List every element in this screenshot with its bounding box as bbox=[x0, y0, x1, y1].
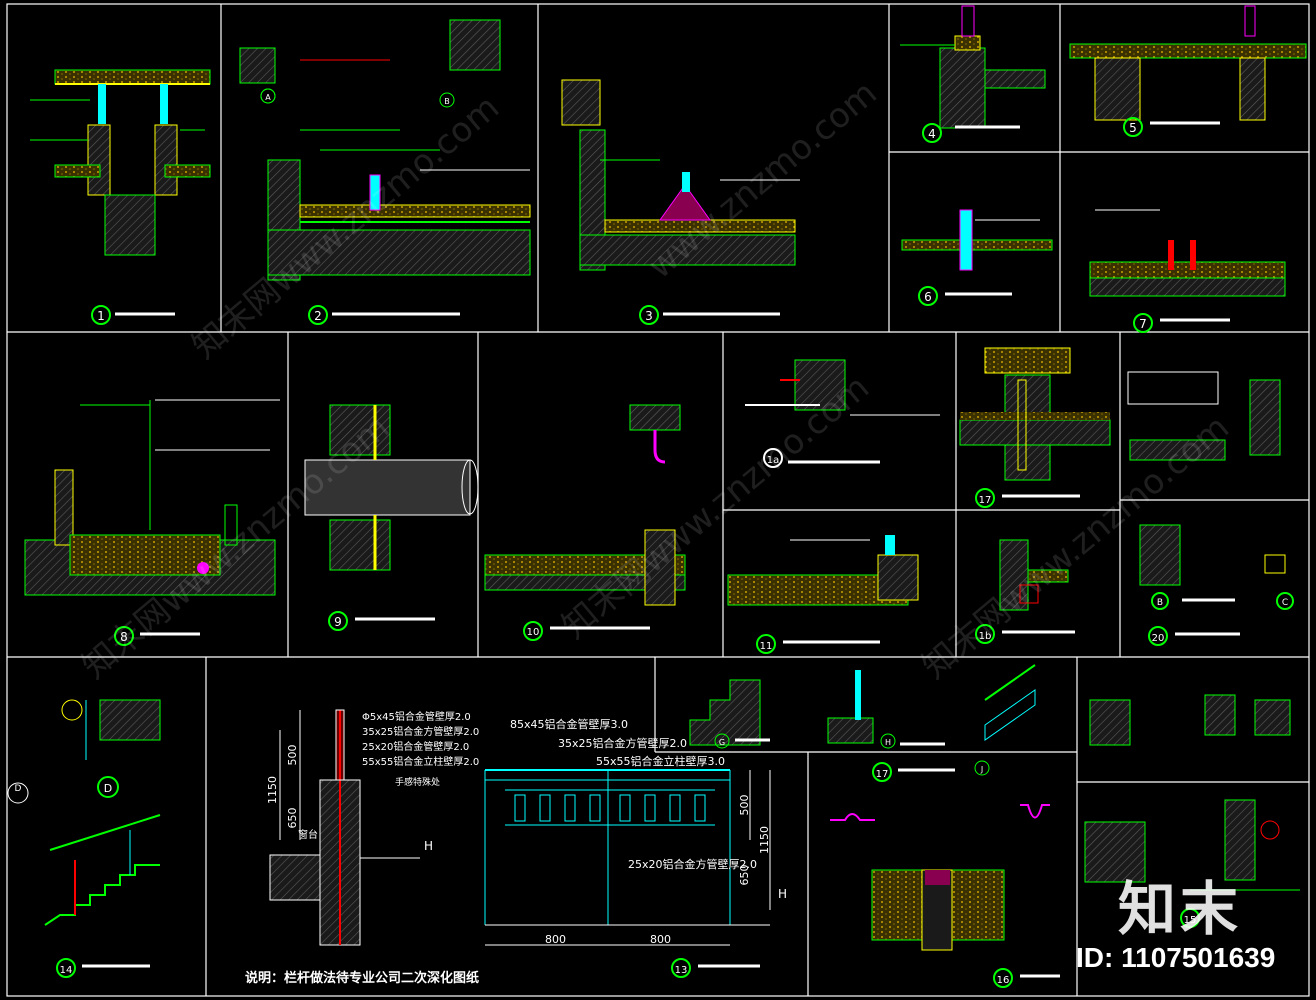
detail-G-H-J-titles: G H J 17 bbox=[719, 738, 983, 782]
rail-note-left-4: 55x55铝合金立柱壁厚2.0 bbox=[362, 755, 479, 768]
detail-13-number: 13 bbox=[675, 965, 688, 976]
detail-17-number: 17 bbox=[979, 495, 992, 506]
detail-1b-drawing bbox=[999, 539, 1069, 611]
detail-14-drawing: D D bbox=[7, 699, 161, 926]
detail-15-drawing bbox=[1084, 694, 1300, 891]
detail-1-drawing bbox=[30, 69, 211, 256]
level-H-left: H bbox=[424, 839, 433, 853]
detail-2-number: 2 bbox=[314, 309, 322, 323]
detail-16-title: 16 bbox=[993, 968, 1060, 988]
detail-6-number: 6 bbox=[924, 290, 932, 304]
detail-H-letter: H bbox=[885, 738, 891, 747]
dim-500-left: 500 bbox=[286, 745, 299, 766]
detail-10-number: 10 bbox=[527, 627, 540, 638]
brand-logo: 知末 bbox=[1118, 875, 1243, 943]
detail-8-drawing bbox=[24, 399, 280, 596]
detail-1a-title: 1a bbox=[763, 448, 783, 468]
detail-17-drawing bbox=[959, 347, 1111, 481]
detail-13-drawing: 85x45铝合金管壁厚3.0 35x25铝合金方管壁厚2.0 55x55铝合金立… bbox=[484, 717, 787, 946]
detail-11-drawing bbox=[727, 535, 919, 606]
detail-G-H-J-drawing bbox=[689, 664, 1036, 776]
rail-note-left-3: 25x20铝合金管壁厚2.0 bbox=[362, 740, 469, 753]
detail-G-letter: G bbox=[719, 738, 725, 747]
detail-2-title: 2 bbox=[308, 305, 460, 325]
detail-4-drawing bbox=[900, 5, 1046, 129]
detail-5-number: 5 bbox=[1129, 121, 1137, 135]
detail-20-number: 20 bbox=[1152, 633, 1165, 644]
detail-5-drawing bbox=[1069, 5, 1307, 121]
detail-1b-title: 1b bbox=[975, 624, 1075, 644]
dim-800-a: 800 bbox=[545, 933, 566, 946]
panel-grid bbox=[6, 3, 1310, 997]
rail-note-13-1: 85x45铝合金管壁厚3.0 bbox=[510, 717, 628, 731]
detail-20-title: B C 20 bbox=[1148, 592, 1294, 646]
detail-16-drawing bbox=[830, 804, 1050, 951]
level-H-right: H bbox=[778, 887, 787, 901]
detail-17b-number: 17 bbox=[876, 769, 889, 780]
rail-note-left-1: Φ5x45铝合金管壁厚2.0 bbox=[362, 710, 471, 723]
rail-note-left-2: 35x25铝合金方管壁厚2.0 bbox=[362, 725, 479, 738]
detail-1-title: 1 bbox=[91, 305, 175, 325]
dim-650-left: 650 bbox=[286, 808, 299, 829]
dim-800-b: 800 bbox=[650, 933, 671, 946]
handrail-note: 手感特殊处 bbox=[395, 776, 440, 788]
detail-7-title: 7 bbox=[1133, 313, 1230, 333]
detail-16-number: 16 bbox=[997, 975, 1010, 986]
dim-1150-left: 1150 bbox=[266, 776, 279, 804]
detail-15-number: 15 bbox=[1184, 915, 1197, 926]
detail-9-number: 9 bbox=[334, 615, 342, 629]
sill-label: 窗台 bbox=[298, 828, 318, 841]
dim-650-right: 650 bbox=[738, 865, 751, 886]
detail-1-number: 1 bbox=[97, 309, 105, 323]
detail-14-number: 14 bbox=[60, 965, 73, 976]
detail-9-title: 9 bbox=[328, 611, 435, 631]
rail-note-13-2: 35x25铝合金方管壁厚2.0 bbox=[558, 736, 687, 750]
dim-1150-right: 1150 bbox=[758, 826, 771, 854]
detail-C-letter: C bbox=[1282, 598, 1288, 608]
detail-11-title: 11 bbox=[756, 634, 880, 654]
rail-note-13-3: 55x55铝合金立柱壁厚3.0 bbox=[596, 754, 725, 768]
detail-6-title: 6 bbox=[918, 286, 1012, 306]
detail-1a-drawing bbox=[745, 359, 940, 464]
rail-note-13-4: 25x20铝合金方管壁厚2.0 bbox=[628, 857, 757, 871]
detail-3-drawing bbox=[561, 79, 800, 271]
detail-7-drawing bbox=[1089, 209, 1286, 297]
detail-3-title: 3 bbox=[639, 305, 780, 325]
detail-4-number: 4 bbox=[928, 127, 936, 141]
detail-14-title: 14 bbox=[56, 958, 150, 978]
detail-8-number: 8 bbox=[120, 630, 128, 644]
detail-A-marker bbox=[260, 88, 276, 104]
detail-7-number: 7 bbox=[1139, 317, 1147, 331]
detail-11-number: 11 bbox=[760, 641, 773, 652]
detail-15-title: 15 bbox=[1180, 908, 1200, 928]
detail-6-drawing bbox=[901, 209, 1053, 271]
dim-500-right: 500 bbox=[738, 795, 751, 816]
image-id: ID: 1107501639 bbox=[1076, 942, 1276, 973]
detail-1a-number: 1a bbox=[767, 455, 780, 466]
detail-9-drawing bbox=[304, 404, 479, 571]
detail-13-title: 13 bbox=[671, 958, 760, 978]
detail-J-letter: J bbox=[980, 765, 983, 774]
detail-2-drawing bbox=[239, 19, 531, 281]
rail-section-drawing: 500 1150 650 Φ5x45铝合金管壁厚2.0 35x25铝合金方管壁厚… bbox=[266, 709, 479, 946]
detail-B-ref: B bbox=[444, 97, 450, 106]
detail-10-drawing bbox=[484, 404, 686, 606]
detail-1b-number: 1b bbox=[979, 631, 992, 642]
detail-3-number: 3 bbox=[645, 309, 653, 323]
detail-20-drawing bbox=[1127, 371, 1286, 586]
detail-A-letter: A bbox=[265, 93, 271, 102]
detail-D-ref: D bbox=[15, 784, 22, 794]
detail-4-title: 4 bbox=[922, 123, 1020, 143]
footnote: 说明：栏杆做法待专业公司二次深化图纸 bbox=[245, 970, 479, 986]
detail-10-title: 10 bbox=[523, 621, 650, 641]
detail-5-title: 5 bbox=[1123, 117, 1220, 137]
detail-D-letter: D bbox=[104, 782, 112, 795]
detail-17-title: 17 bbox=[975, 488, 1080, 508]
detail-B-letter: B bbox=[1157, 598, 1163, 608]
detail-8-title: 8 bbox=[114, 626, 200, 646]
